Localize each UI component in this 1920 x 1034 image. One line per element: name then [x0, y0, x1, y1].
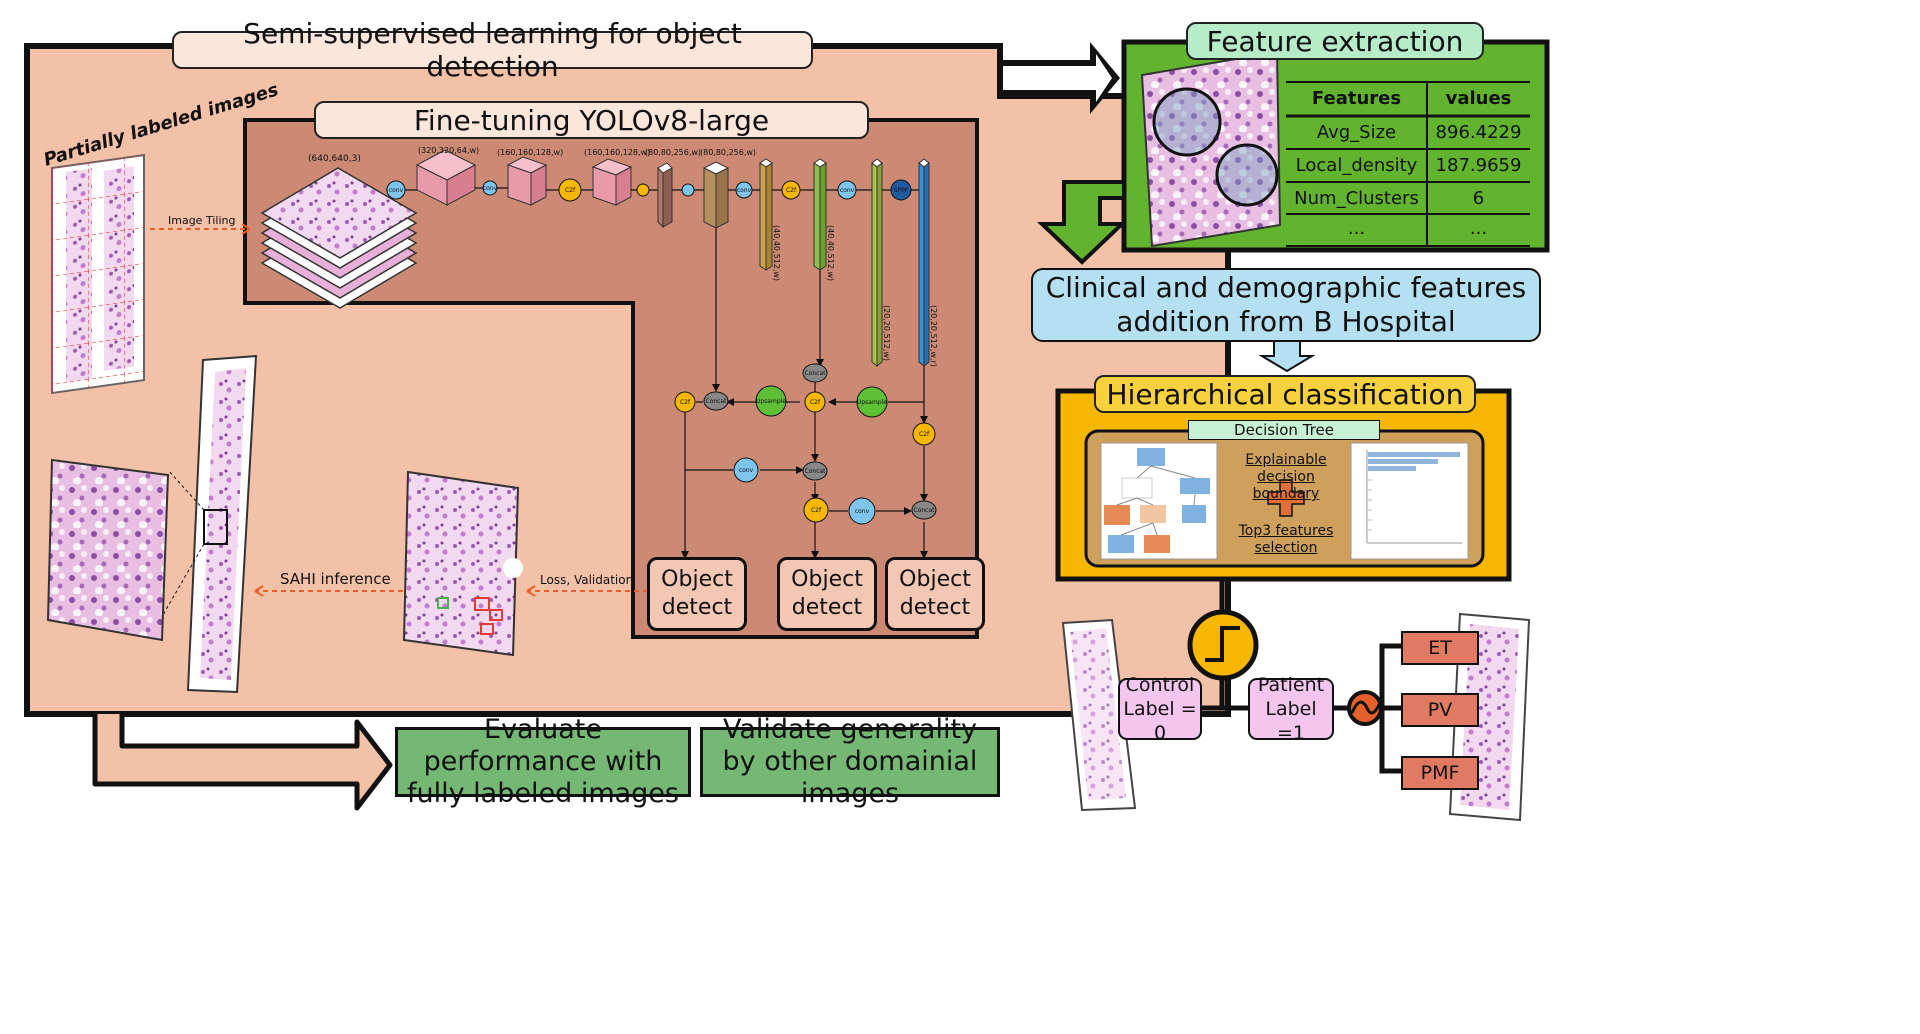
semi-supervised-title-text: Semi-supervised learning for object dete… [243, 17, 742, 83]
dim-label-3: (160,160,128,w) [584, 148, 650, 157]
decision-tree-title: Decision Tree [1188, 420, 1380, 440]
top3-text: Top3 features selection [1238, 523, 1334, 556]
yolo-title: Fine-tuning YOLOv8-large [314, 101, 869, 139]
node-c2f-3: C2f [680, 399, 691, 406]
subtype-pmf: PMF [1401, 756, 1479, 790]
magnified-tissue-image [46, 458, 170, 642]
plus-icon [1267, 479, 1305, 517]
validate-box: Validate generality by other domainial i… [700, 714, 1000, 809]
feature-extraction-title-text: Feature extraction [1206, 24, 1464, 58]
table-cell-feature-0: Avg_Size [1316, 122, 1397, 143]
patient-box: Patient Label =1 [1248, 674, 1334, 744]
explainable-text: Explainable decision boundary [1245, 452, 1327, 502]
dim-label-6: (40,40,512,w) [772, 225, 781, 281]
top3-label: Top3 features selection [1232, 523, 1340, 557]
semi-supervised-title: Semi-supervised learning for object dete… [172, 17, 813, 83]
arrow-blue-down [1258, 340, 1316, 373]
node-conv-1: conv [389, 187, 404, 194]
object-detect-1: Object detect [647, 557, 747, 631]
node-c2f-5: C2f [919, 431, 930, 438]
node-upsample-2: Upsample [857, 399, 887, 406]
node-conv-4: conv [840, 187, 855, 194]
control-text: Control Label = 0 [1123, 674, 1197, 744]
subtype-pv-text: PV [1427, 699, 1453, 721]
object-detect-2: Object detect [777, 557, 877, 631]
table-header-values: values [1445, 88, 1512, 109]
decision-tree-title-text: Decision Tree [1234, 421, 1334, 439]
node-conv-5: conv [739, 467, 754, 474]
sahi-label: SAHI inference [280, 570, 391, 588]
dim-label-5: (80,80,256,w) [700, 148, 756, 157]
node-c2f-6: C2f [811, 507, 822, 514]
detection-result-image [402, 470, 523, 657]
node-concat-4: Concat [914, 507, 936, 514]
control-slide-image [1061, 618, 1137, 812]
table-cell-feature-1: Local_density [1295, 155, 1418, 176]
image-tiling-label: Image Tiling [168, 214, 235, 227]
node-c2f-4: C2f [810, 399, 821, 406]
subtype-et-text: ET [1428, 637, 1452, 659]
node-concat-1: Concat [706, 398, 728, 405]
node-conv-6: conv [855, 508, 870, 515]
node-upsample-1: Upsample [756, 398, 786, 405]
table-cell-value-1: 187.9659 [1435, 155, 1522, 176]
table-cell-value-2: 6 [1472, 188, 1485, 209]
clinical-text: Clinical and demographic features additi… [1045, 271, 1527, 338]
node-concat-2: Concat [805, 370, 827, 377]
feature-table-lines [1286, 81, 1530, 247]
network-nodes [386, 178, 937, 525]
hierarchical-title: Hierarchical classification [1094, 375, 1476, 413]
subtype-pmf-text: PMF [1420, 762, 1460, 784]
yolo-backbone [415, 149, 930, 368]
table-cell-feature-2: Num_Clusters [1294, 188, 1419, 209]
dim-label-8: (20,20,512,w) [882, 305, 891, 361]
arrow-green-down [1036, 180, 1128, 265]
yolo-title-text: Fine-tuning YOLOv8-large [413, 103, 770, 137]
evaluate-text: Evaluate performance with fully labeled … [407, 714, 679, 809]
clinical-box: Clinical and demographic features additi… [1031, 268, 1541, 342]
explainable-label: Explainable decision boundary [1225, 452, 1347, 503]
subtype-et: ET [1401, 631, 1479, 665]
dim-label-0: (640,640,3) [308, 154, 361, 164]
node-concat-3: Concat [805, 468, 827, 475]
table-cell-value-3: ... [1469, 218, 1488, 239]
object-detect-3: Object detect [885, 557, 985, 631]
tall-slide-image [186, 354, 258, 694]
subtype-pv: PV [1401, 693, 1479, 727]
patient-text: Patient Label =1 [1257, 674, 1325, 744]
object-detect-3-text: Object detect [899, 567, 971, 620]
node-conv-3: conv [737, 187, 752, 194]
object-detect-2-text: Object detect [791, 567, 863, 620]
table-header-features: Features [1311, 88, 1402, 109]
dim-label-4: (80,80,256,w) [645, 148, 701, 157]
dim-label-9: (20,20,512,w,r) [929, 305, 938, 367]
loss-validation-label: Loss, Validation [540, 573, 633, 587]
node-conv-2: conv [483, 185, 498, 192]
feature-tissue-image [1140, 50, 1282, 248]
yolo-panel [243, 118, 979, 639]
feature-table: Features values Avg_Size 896.4229 Local_… [1286, 82, 1530, 246]
partially-labeled-image [51, 153, 145, 395]
node-c2f-2: C2f [786, 187, 797, 194]
feature-extraction-title: Feature extraction [1186, 22, 1484, 60]
evaluate-box: Evaluate performance with fully labeled … [395, 714, 691, 809]
object-detect-1-text: Object detect [661, 567, 733, 620]
dim-label-1: (320,320,64,w) [418, 146, 479, 155]
dim-label-2: (160,160,128,w) [497, 148, 563, 157]
node-sppf: SPPF [894, 187, 909, 194]
control-box: Control Label = 0 [1118, 674, 1202, 744]
table-cell-feature-3: ... [1347, 218, 1366, 239]
arrow-to-evaluate [92, 714, 393, 811]
dim-label-7: (40,40,512,w) [826, 225, 835, 281]
validate-text: Validate generality by other domainial i… [722, 714, 978, 809]
tiling-stack [260, 167, 418, 309]
hierarchical-title-text: Hierarchical classification [1106, 377, 1464, 411]
node-c2f-1: C2f [565, 187, 576, 194]
table-cell-value-0: 896.4229 [1435, 122, 1522, 143]
